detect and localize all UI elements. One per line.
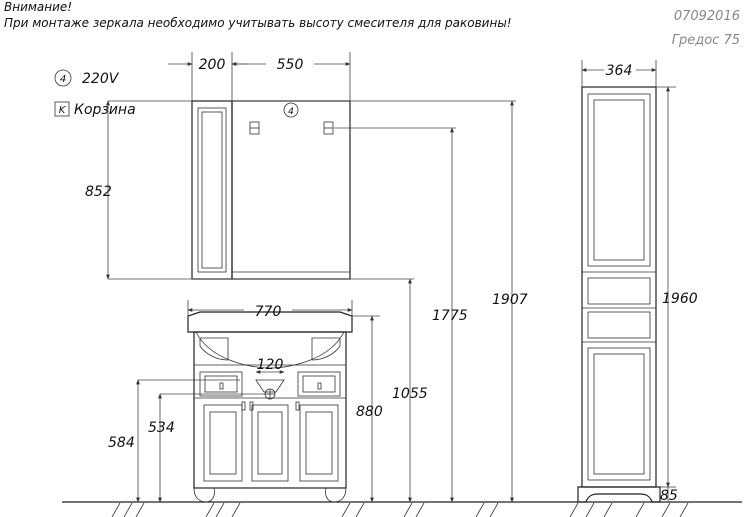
basket-icon-symbol: K (59, 105, 67, 116)
dim-mirror-top: 1907 (492, 292, 528, 308)
notice-title: Внимание! (4, 0, 72, 14)
dim-mirror-width: 550 (277, 57, 304, 73)
vanity-unit (187, 311, 353, 503)
notice-text: При монтаже зеркала необходимо учитывать… (4, 16, 512, 30)
dim-mirror-height: 852 (85, 184, 112, 200)
dim-mirror-cabinet-width: 200 (199, 57, 226, 73)
legend-basket-label: Корзина (74, 102, 136, 118)
legend-socket-label: 220V (82, 71, 120, 87)
mirror-side-cabinet (191, 100, 233, 280)
product-name: Гредос 75 (672, 33, 740, 48)
floor-line (62, 501, 742, 517)
dim-mirror-bottom: 1055 (392, 386, 428, 402)
dim-column-plinth: 85 (660, 488, 678, 504)
product-code: 07092016 (674, 9, 740, 24)
mirror: 4 (231, 100, 351, 280)
socket-icon (54, 69, 72, 87)
dim-height-534: 534 (148, 420, 175, 436)
dim-column-height: 1960 (662, 291, 698, 307)
mirror-socket-symbol: 4 (288, 107, 294, 117)
tall-column-cabinet (577, 86, 661, 503)
basket-icon (54, 101, 70, 117)
legend-basket: K Корзина (54, 101, 136, 118)
dim-height-1775: 1775 (432, 308, 468, 324)
socket-icon-symbol: 4 (60, 74, 66, 85)
dim-column-width: 364 (606, 63, 633, 79)
dim-washbasin-width: 770 (255, 304, 282, 320)
legend-socket: 4 220V (54, 69, 120, 87)
dim-vanity-height: 880 (356, 404, 383, 420)
dim-siphon-gap: 120 (257, 357, 284, 373)
dim-height-584: 584 (108, 435, 135, 451)
socket-icon (283, 102, 299, 118)
